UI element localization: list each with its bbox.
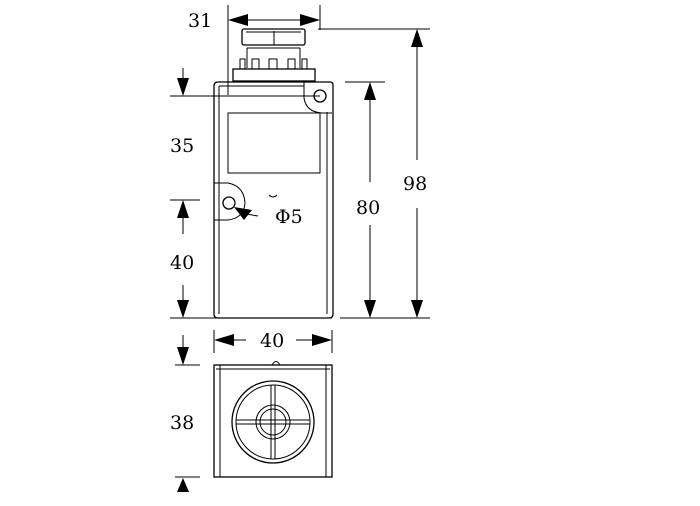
label-cap-width: 31 bbox=[188, 10, 212, 32]
actuator-head bbox=[232, 28, 316, 82]
switch-body-bottom-view bbox=[213, 361, 333, 478]
dimension-body-height: 80 bbox=[340, 81, 430, 319]
dimension-body-width: 40 bbox=[213, 330, 333, 353]
label-body-height: 80 bbox=[356, 197, 380, 219]
dimension-total-height: 98 bbox=[318, 28, 430, 318]
label-body-depth: 38 bbox=[170, 412, 194, 434]
label-hole-to-bottom: 40 bbox=[170, 252, 194, 274]
dimension-cap-width: 31 bbox=[188, 5, 321, 95]
label-ear-to-hole: 35 bbox=[170, 135, 194, 157]
switch-body-front bbox=[213, 81, 334, 319]
dimension-body-depth: 38 bbox=[170, 335, 200, 492]
dimension-hole-diameter: Φ5 bbox=[234, 194, 303, 228]
mounting-hole-side bbox=[222, 196, 236, 210]
dimension-left-vertical: 35 40 bbox=[170, 68, 320, 319]
label-body-width: 40 bbox=[260, 330, 284, 352]
label-hole-diameter: Φ5 bbox=[275, 206, 303, 228]
label-total-height: 98 bbox=[403, 173, 427, 195]
